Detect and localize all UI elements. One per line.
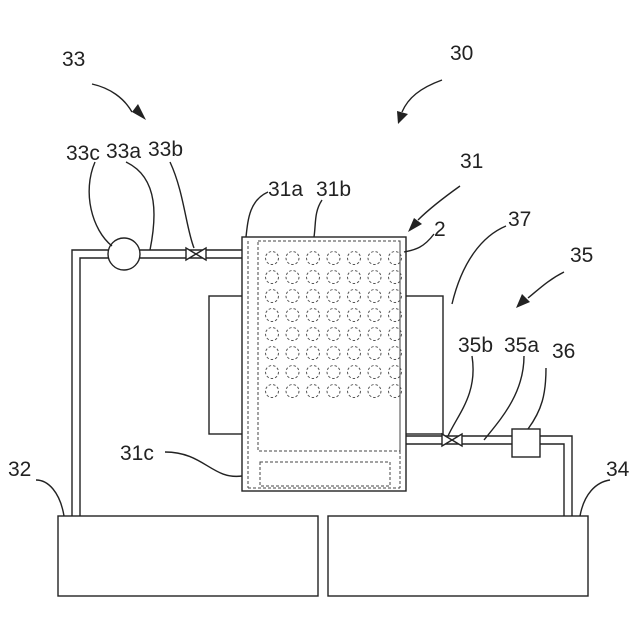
label-33b: 33b: [148, 138, 183, 161]
label-31b: 31b: [316, 178, 351, 201]
tank-32: [58, 516, 318, 596]
label-33: 33: [62, 48, 85, 71]
label-35: 35: [570, 244, 593, 267]
tank-34: [328, 516, 588, 596]
label-37: 37: [508, 208, 531, 231]
vessel-31: [242, 237, 406, 491]
label-33c: 33c: [66, 142, 100, 165]
label-34: 34: [606, 458, 630, 481]
label-31: 31: [460, 150, 483, 173]
sensor-36: [512, 429, 540, 457]
label-33a: 33a: [106, 140, 141, 163]
label-32: 32: [8, 458, 31, 481]
label-36: 36: [552, 340, 575, 363]
label-35b: 35b: [458, 334, 493, 357]
return-pipe: [406, 436, 572, 516]
label-2: 2: [434, 218, 446, 241]
label-30: 30: [450, 42, 473, 65]
label-31a: 31a: [268, 178, 303, 201]
pump-33c: [108, 238, 140, 270]
label-31c: 31c: [120, 442, 154, 465]
label-35a: 35a: [504, 334, 539, 357]
